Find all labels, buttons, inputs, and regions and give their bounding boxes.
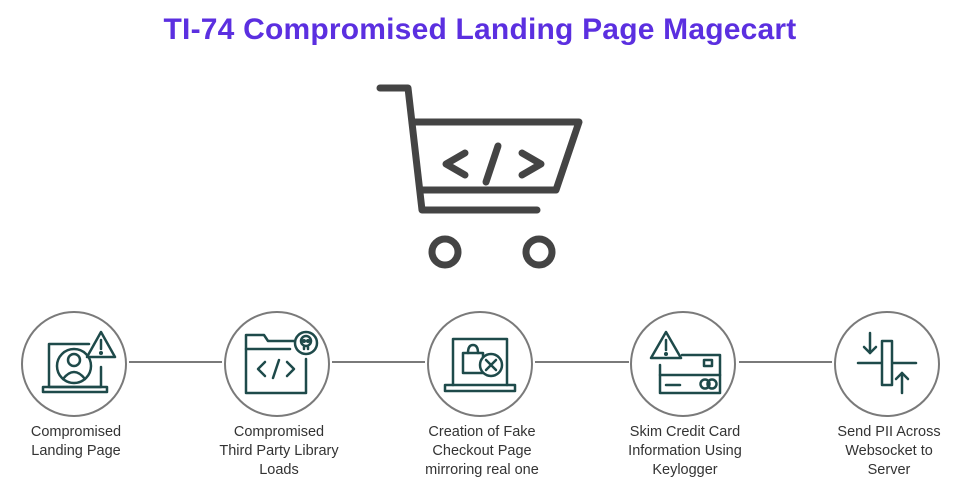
connector-3 xyxy=(535,361,629,363)
connector-4 xyxy=(739,361,832,363)
step-circle xyxy=(224,311,330,417)
shopping-cart-code-icon xyxy=(376,84,583,269)
connector-2 xyxy=(332,361,425,363)
compromised-landing-page-icon xyxy=(41,330,117,394)
third-party-library-icon xyxy=(244,330,319,395)
skim-credit-card-icon xyxy=(649,330,722,395)
step-label: Send PII Across Websocket to Server xyxy=(837,424,941,478)
step-label: Creation of Fake Checkout Page mirroring… xyxy=(425,424,539,478)
step-label: Compromised Landing Page xyxy=(30,424,122,459)
step-circle xyxy=(21,311,127,417)
step-label: Compromised Third Party Library Loads xyxy=(219,424,339,478)
step-label: Skim Credit Card Information Using Keylo… xyxy=(628,424,742,478)
diagram-title: TI-74 Compromised Landing Page Magecart xyxy=(163,13,797,46)
send-pii-websocket-icon xyxy=(856,331,918,395)
step-circle xyxy=(630,311,736,417)
step-circle xyxy=(834,311,940,417)
step-circle xyxy=(427,311,533,417)
fake-checkout-page-icon xyxy=(443,337,517,393)
connector-1 xyxy=(129,361,222,363)
